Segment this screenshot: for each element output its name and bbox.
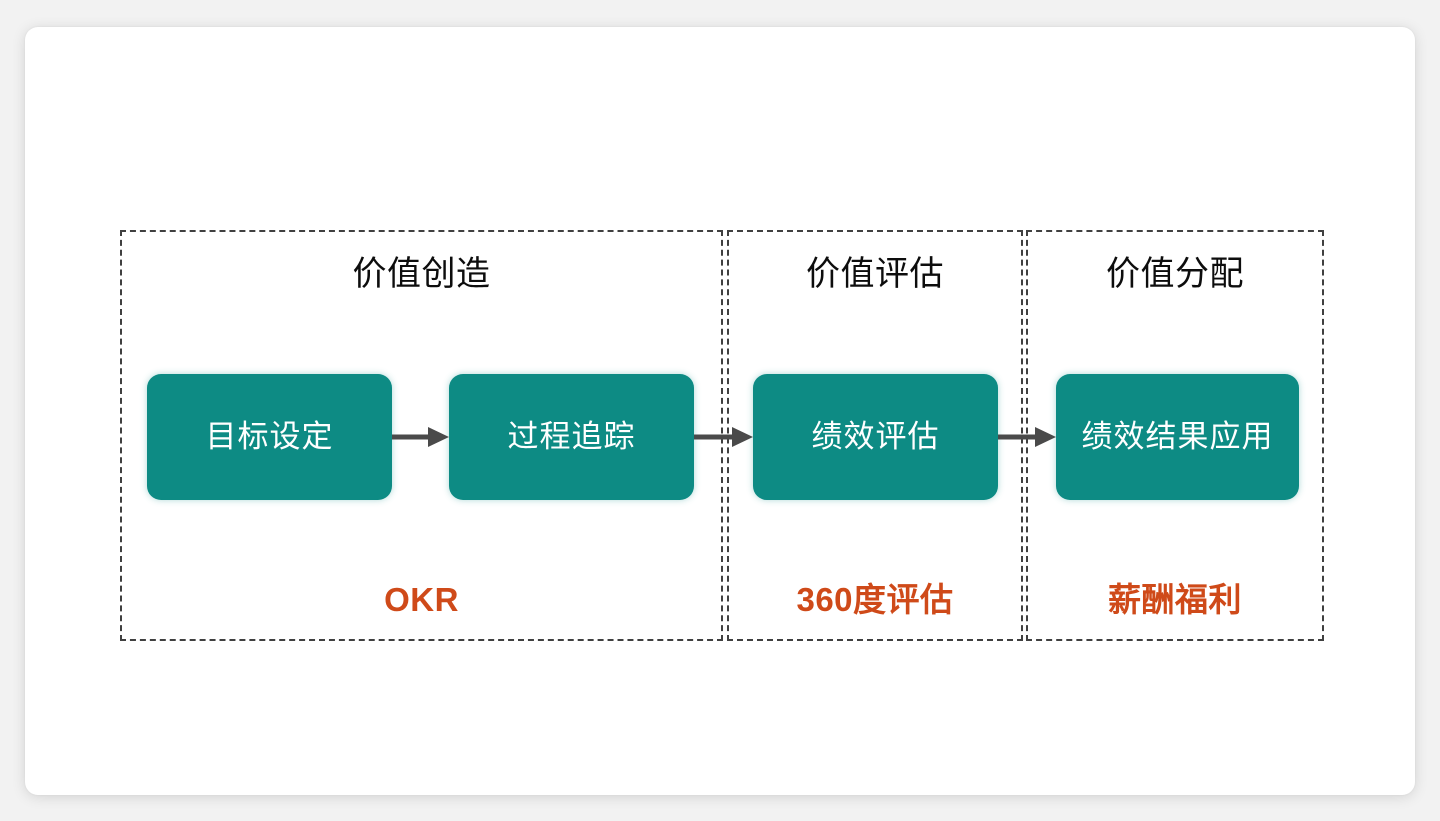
- phase-tag: 薪酬福利: [1108, 581, 1242, 618]
- process-step-label: 绩效评估: [811, 419, 940, 454]
- phase-panel-value-distribution: 价值分配 薪酬福利: [1026, 230, 1324, 641]
- process-step-box[interactable]: 绩效评估: [753, 374, 998, 500]
- process-step-box[interactable]: 目标设定: [147, 374, 392, 500]
- process-flow-diagram: 价值创造 OKR 价值评估 360度评估 价值分配 薪酬福利 目标设定 过程追踪…: [120, 230, 1324, 641]
- arrow-right-icon: [694, 426, 753, 448]
- process-step-box[interactable]: 过程追踪: [449, 374, 694, 500]
- arrow-right-icon: [998, 426, 1056, 448]
- phase-title: 价值评估: [806, 255, 944, 293]
- phase-title: 价值分配: [1106, 255, 1244, 293]
- process-step-label: 过程追踪: [507, 419, 636, 454]
- slide-card: 价值创造 OKR 价值评估 360度评估 价值分配 薪酬福利 目标设定 过程追踪…: [25, 27, 1415, 795]
- process-step-label: 绩效结果应用: [1081, 419, 1274, 454]
- process-step-label: 目标设定: [205, 419, 334, 454]
- phase-tag: 360度评估: [796, 581, 954, 618]
- arrow-right-icon: [392, 426, 449, 448]
- phase-tag: OKR: [384, 581, 459, 618]
- phase-panel-value-creation: 价值创造 OKR: [120, 230, 723, 641]
- phase-title: 价值创造: [352, 255, 491, 293]
- process-step-box[interactable]: 绩效结果应用: [1056, 374, 1299, 500]
